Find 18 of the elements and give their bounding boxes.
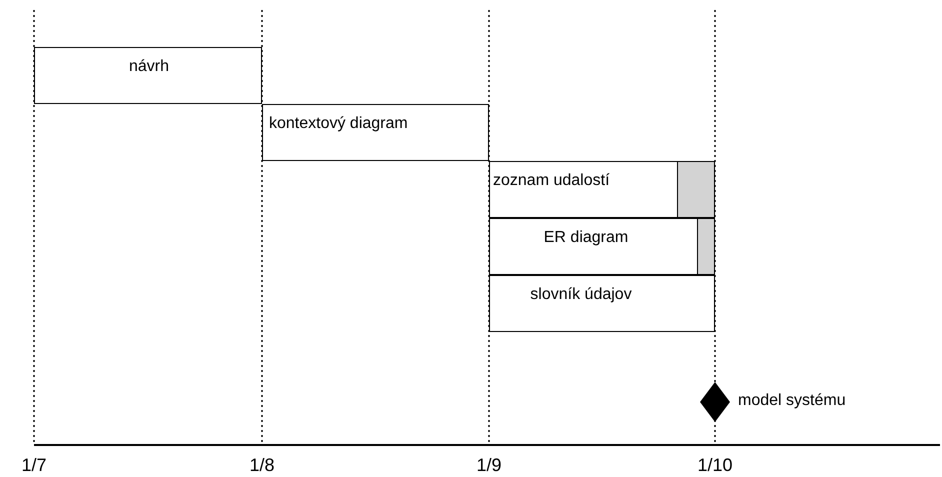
task-bar — [262, 104, 489, 161]
task-label: kontextový diagram — [269, 115, 408, 133]
date-label: 1/10 — [697, 455, 733, 476]
slack-bar — [677, 160, 715, 218]
task-label: slovník údajov — [530, 286, 632, 304]
date-label: 1/9 — [476, 455, 502, 476]
task-bar — [489, 161, 715, 218]
milestone-diamond — [700, 382, 730, 422]
date-label: 1/8 — [249, 455, 275, 476]
task-bar — [489, 218, 715, 275]
milestone-label: model systému — [738, 392, 846, 410]
date-label: 1/7 — [21, 455, 47, 476]
task-label: návrh — [128, 58, 170, 76]
task-bar — [489, 275, 715, 332]
task-label: ER diagram — [544, 229, 628, 247]
task-label: zoznam udalostí — [493, 172, 610, 190]
slack-bar — [697, 218, 715, 274]
task-bar — [34, 47, 262, 104]
